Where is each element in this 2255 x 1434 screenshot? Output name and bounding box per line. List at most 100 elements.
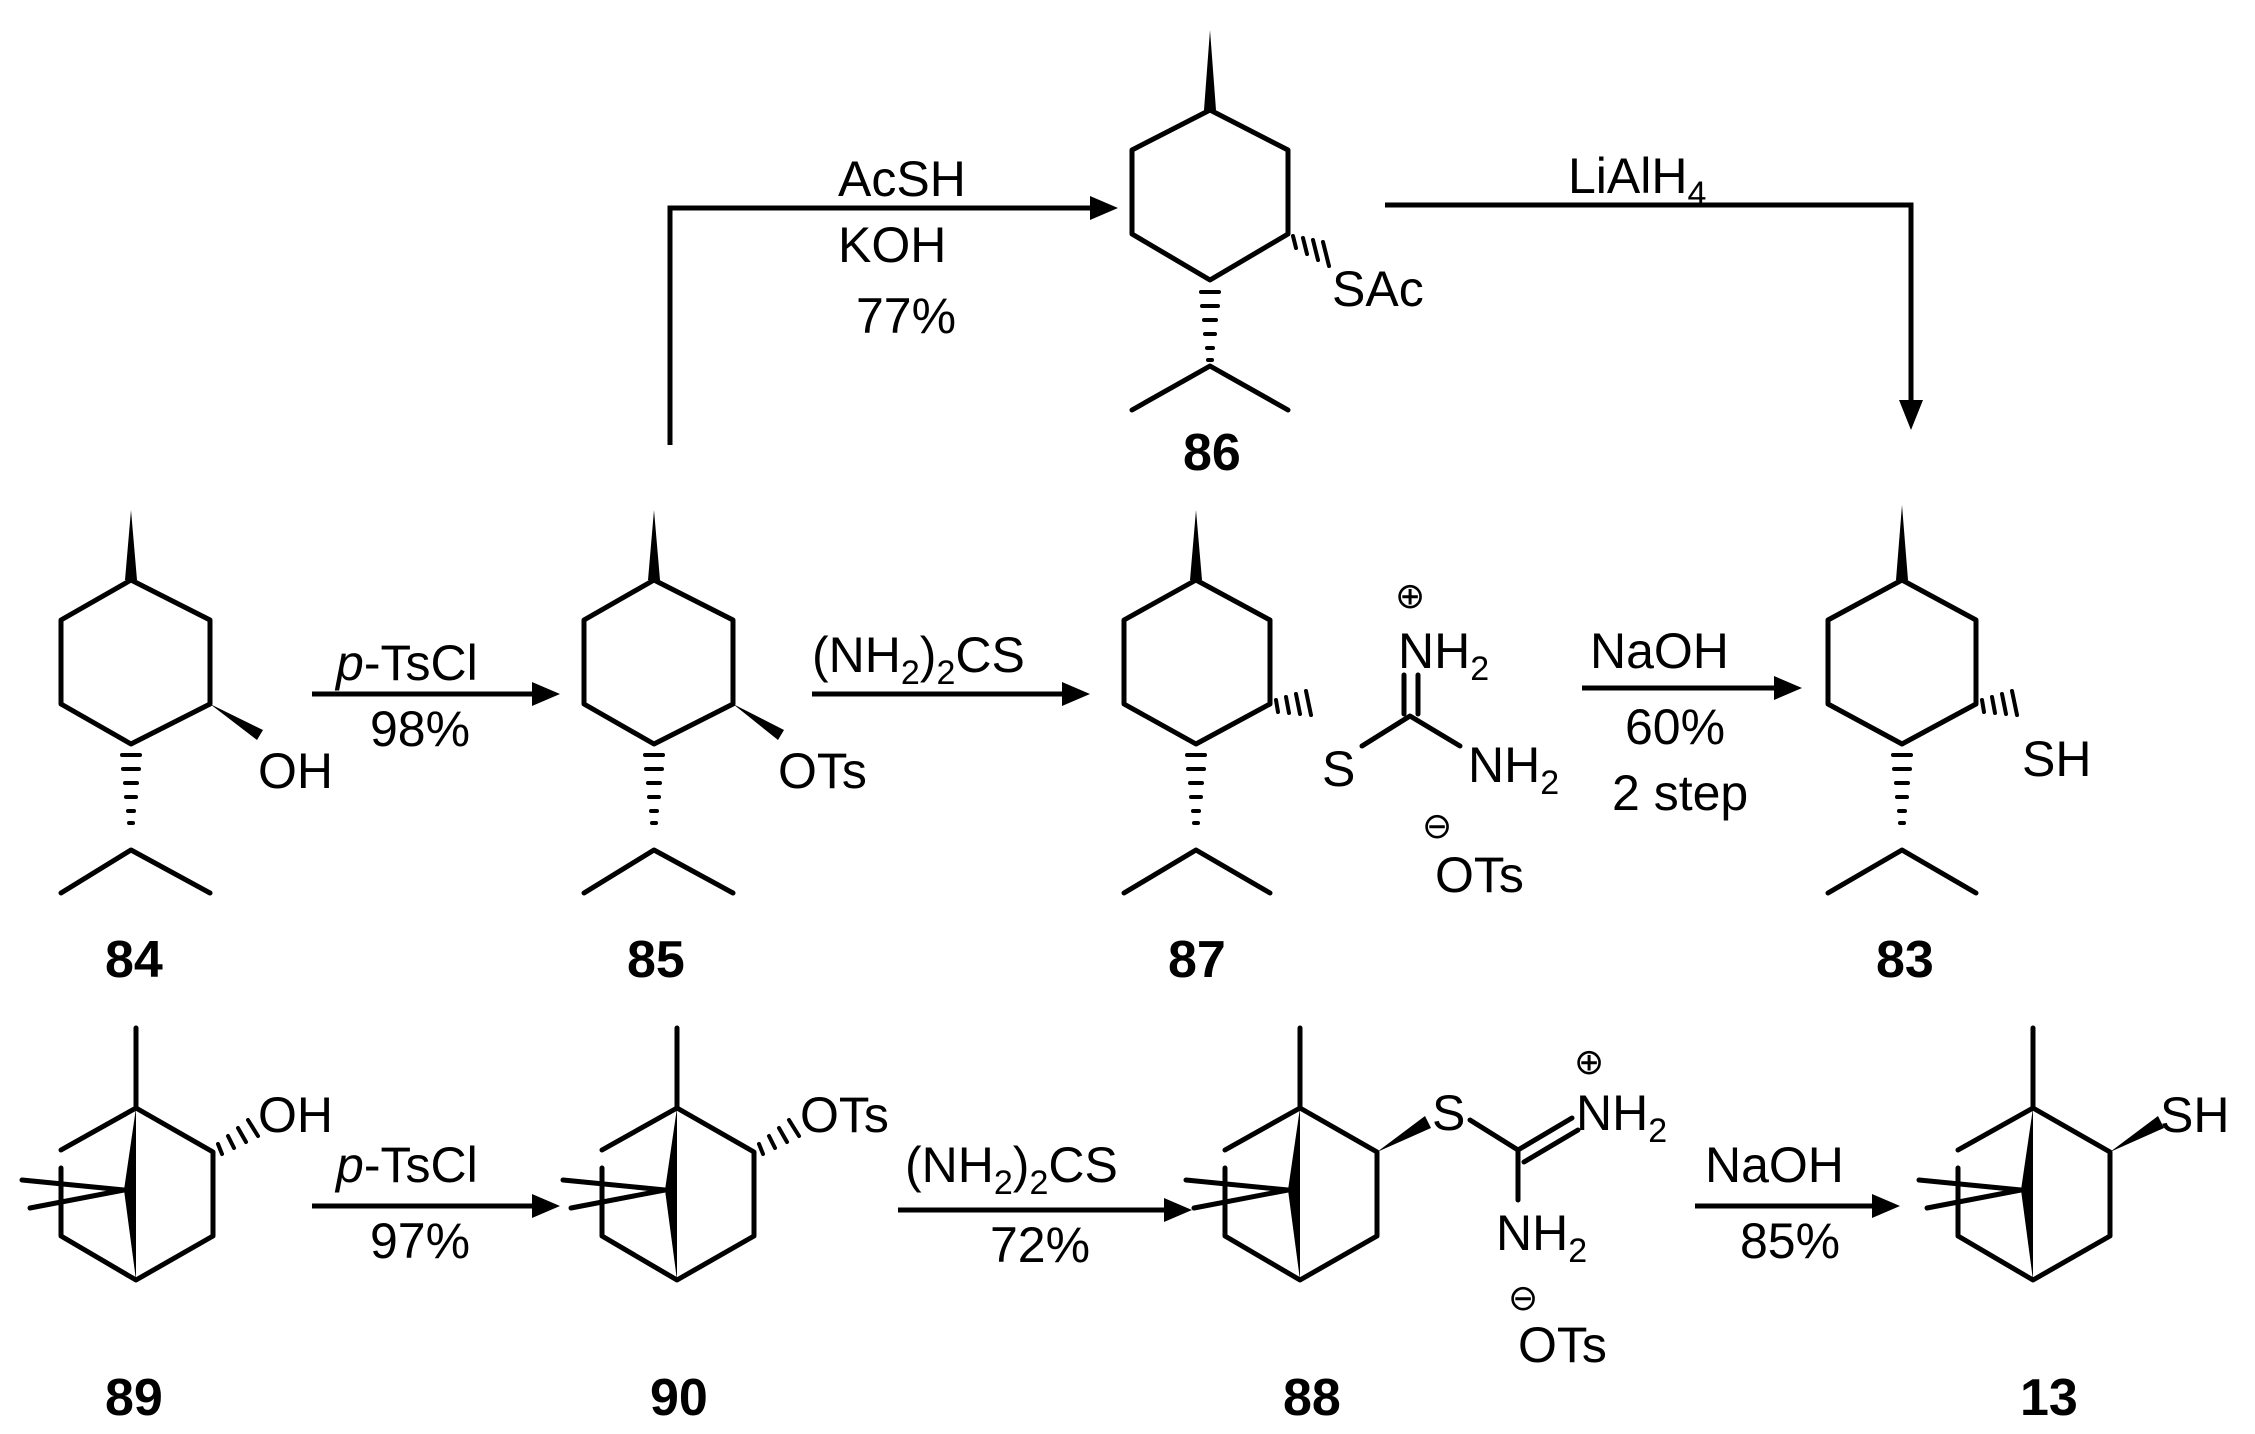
compound-86: SAc 86: [1129, 30, 1424, 482]
compound-85-substituent: OTs: [778, 743, 867, 799]
compound-84-number: 84: [105, 931, 163, 989]
compound-85: OTs 85: [581, 510, 867, 989]
ring-bond: [58, 577, 213, 747]
wedge-bond: [1377, 1116, 1431, 1152]
reaction-88-13: NaOH 85%: [1695, 1137, 1900, 1269]
ring-bond: [1222, 1105, 1303, 1153]
compound-88-iminium: NH2: [1576, 1085, 1667, 1150]
compound-90-substituent: OTs: [800, 1087, 889, 1143]
arrow-head: [1164, 1198, 1192, 1222]
compound-89: OH 89: [19, 1025, 333, 1427]
plus-charge: ⊕: [1574, 1041, 1604, 1082]
hashed-bond: [120, 753, 142, 825]
reaction-85-87: (NH2)2CS: [812, 627, 1090, 706]
hashed-bond: [1199, 290, 1221, 362]
reaction-90-88-yield: 72%: [990, 1217, 1090, 1273]
ring-bond: [1222, 1105, 1380, 1283]
reaction-87-83: NaOH 60% 2 step: [1582, 623, 1802, 821]
compound-84: OH 84: [58, 510, 333, 989]
compound-90-number: 90: [650, 1369, 708, 1427]
ring-bond: [1955, 1105, 2113, 1283]
c-n-double-bond: [1515, 1115, 1575, 1153]
compound-88-number: 88: [1283, 1369, 1341, 1427]
reaction-90-88: (NH2)2CS 72%: [898, 1137, 1192, 1273]
reaction-87-83-reagent: NaOH: [1590, 623, 1729, 679]
wedge-bond: [648, 510, 660, 580]
ring-bond: [1129, 107, 1291, 283]
compound-87-iminium: NH2: [1398, 623, 1489, 688]
reaction-88-13-reagent: NaOH: [1705, 1137, 1844, 1193]
compound-83-number: 83: [1876, 931, 1934, 989]
hashed-bond: [1274, 689, 1313, 717]
wedge-bond: [125, 510, 137, 580]
hashed-bond: [1185, 753, 1207, 825]
reaction-89-90: p-TsCl 97%: [312, 1137, 560, 1269]
compound-88: S ⊕ NH2 NH2 ⊖ OTs 88: [1183, 1025, 1667, 1427]
compound-87-counterion: OTs: [1435, 847, 1524, 903]
compound-89-substituent: OH: [258, 1087, 333, 1143]
compound-13-number: 13: [2020, 1369, 2078, 1427]
compound-90: OTs 90: [560, 1025, 889, 1427]
compound-84-substituent: OH: [258, 743, 333, 799]
compound-86-substituent: SAc: [1332, 261, 1424, 317]
gem-dimethyl: [560, 1177, 668, 1211]
ring-bond: [581, 577, 736, 747]
compound-87-number: 87: [1168, 931, 1226, 989]
s-c-bond: [1467, 1117, 1521, 1153]
reaction-86-83-reagent: LiAlH4: [1568, 148, 1706, 213]
hashed-bond: [216, 1118, 260, 1156]
compound-85-number: 85: [627, 931, 685, 989]
wedge-bond: [2110, 1116, 2164, 1152]
reaction-85-86: AcSH KOH 77%: [667, 151, 1118, 445]
wedge-bond: [210, 704, 263, 740]
compound-86-number: 86: [1183, 424, 1241, 482]
isopropyl-bonds: [58, 847, 213, 896]
isopropyl-bonds: [1121, 847, 1273, 896]
reaction-87-83-steps: 2 step: [1612, 765, 1748, 821]
arrow-head: [532, 1194, 560, 1218]
compound-83-substituent: SH: [2022, 731, 2091, 787]
hashed-bond: [1291, 234, 1331, 268]
reaction-86-83: LiAlH4: [1385, 148, 1923, 430]
c-n-double-bond: [1521, 1127, 1581, 1165]
compound-88-amine: NH2: [1496, 1205, 1587, 1270]
reaction-90-88-reagent: (NH2)2CS: [905, 1137, 1118, 1202]
wedge-bond: [1896, 505, 1908, 580]
reaction-88-13-yield: 85%: [1740, 1213, 1840, 1269]
compound-13: SH 13: [1916, 1025, 2229, 1427]
ring-bond: [599, 1105, 757, 1283]
compound-89-number: 89: [105, 1369, 163, 1427]
wedge-bond: [1190, 510, 1202, 580]
arrow-head: [1899, 400, 1923, 430]
compound-84-skeleton: [58, 510, 263, 896]
arrow-head: [1062, 682, 1090, 706]
reaction-arrow: [1385, 202, 1914, 405]
hashed-bond: [1980, 689, 2019, 717]
arrow-head: [1774, 676, 1802, 700]
reaction-arrow: [667, 205, 1096, 445]
ring-bond: [58, 1105, 216, 1283]
compound-13-substituent: SH: [2160, 1087, 2229, 1143]
bridge-wedge: [2021, 1108, 2033, 1280]
hashed-bond: [757, 1118, 801, 1156]
reaction-85-86-reagent-1: AcSH: [838, 151, 966, 207]
compound-88-counterion: OTs: [1518, 1317, 1607, 1373]
hashed-bond: [1891, 753, 1913, 825]
bridge-wedge: [124, 1108, 136, 1280]
gem-dimethyl: [19, 1177, 127, 1211]
bridge-wedge: [1288, 1108, 1300, 1280]
minus-charge: ⊖: [1422, 805, 1452, 846]
bridge-wedge: [665, 1108, 677, 1280]
reaction-85-87-reagent: (NH2)2CS: [812, 627, 1025, 692]
ring-bond: [1121, 577, 1273, 747]
wedge-bond: [733, 704, 784, 740]
arrow-head: [1872, 1194, 1900, 1218]
ring-bond: [599, 1105, 680, 1153]
reaction-87-83-yield: 60%: [1625, 699, 1725, 755]
compound-88-sulfur: S: [1432, 1085, 1465, 1141]
arrow-head: [532, 682, 560, 706]
reaction-85-86-reagent-2: KOH: [838, 217, 946, 273]
isopropyl-bonds: [581, 847, 736, 896]
wedge-bond: [1204, 30, 1216, 110]
